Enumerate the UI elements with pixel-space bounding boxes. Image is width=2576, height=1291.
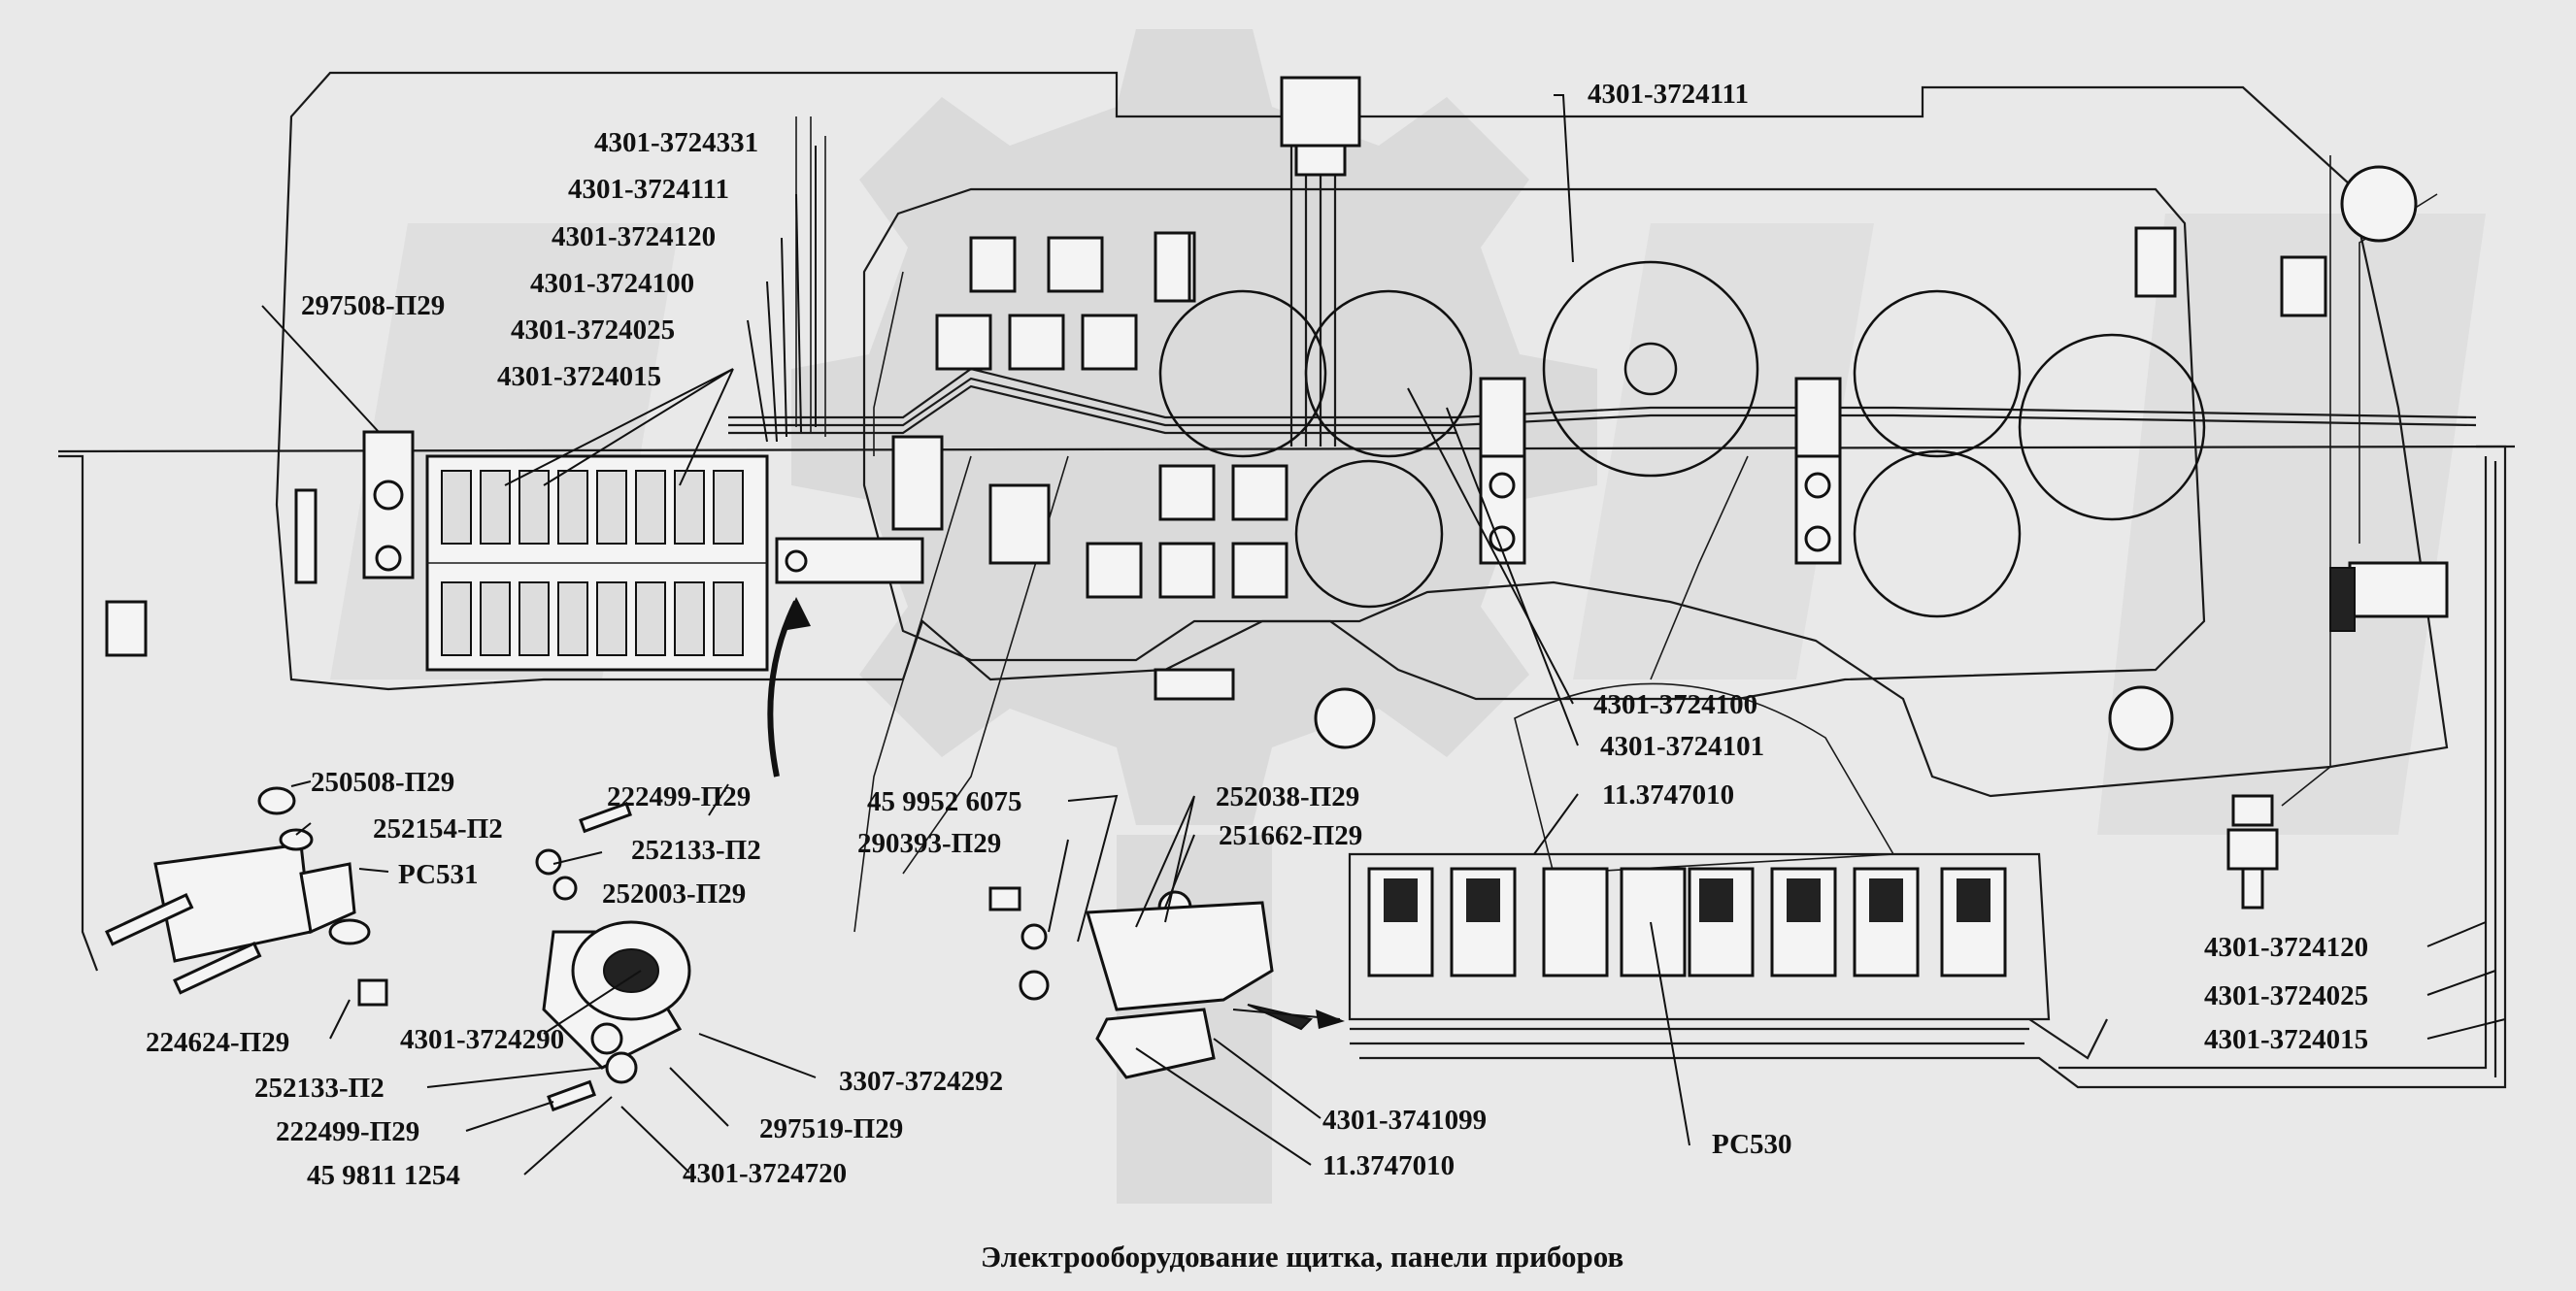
label-l13: 222499-П29 <box>607 781 751 812</box>
label-l33: 4301-3724120 <box>2204 932 2368 963</box>
label-l06: 297508-П29 <box>301 290 445 321</box>
label-l24: 252133-П2 <box>254 1073 385 1104</box>
switch-blocks <box>935 231 1288 599</box>
label-l18: 45 9952 6075 <box>867 786 1022 817</box>
relay-rack <box>1348 852 2108 1060</box>
dashboard-panel-outline <box>275 71 2449 875</box>
label-l21: 251662-П29 <box>1219 820 1362 851</box>
label-l02: 4301-3724331 <box>594 127 758 158</box>
label-l29: 4301-3724720 <box>683 1158 847 1189</box>
label-l07: 4301-3724025 <box>511 314 675 346</box>
main-wiring-harness <box>57 102 2516 1089</box>
label-l19: 290393-П29 <box>857 828 1001 859</box>
top-connector <box>1280 76 1361 177</box>
label-l03: 4301-3724111 <box>568 174 729 205</box>
label-l12: 250508-П29 <box>311 767 454 798</box>
label-l11: 11.3747010 <box>1602 779 1734 811</box>
fuse-block <box>294 430 1051 672</box>
label-l35: 4301-3724015 <box>2204 1024 2368 1055</box>
part-labels: 4301-3724111 4301-3724331 4301-3724111 4… <box>146 79 2368 1191</box>
watermark-logo <box>330 29 2486 1204</box>
label-l27: 297519-П29 <box>759 1113 903 1144</box>
label-l05: 4301-3724100 <box>530 268 694 299</box>
label-l15: 252133-П2 <box>631 835 761 866</box>
panel-clamps <box>1154 226 2327 565</box>
label-l34: 4301-3724025 <box>2204 980 2368 1011</box>
label-l32: РС530 <box>1712 1129 1792 1160</box>
label-l09: 4301-3724100 <box>1593 689 1757 720</box>
label-l16: РС531 <box>398 859 479 890</box>
gauges <box>1158 260 2206 618</box>
label-l25: 3307-3724292 <box>839 1066 1003 1097</box>
label-l22: 224624-П29 <box>146 1027 289 1058</box>
label-l17: 252003-П29 <box>602 878 746 910</box>
label-l10: 4301-3724101 <box>1600 731 1764 762</box>
label-l31: 11.3747010 <box>1322 1150 1455 1181</box>
label-l04: 4301-3724120 <box>552 221 716 252</box>
label-l26: 222499-П29 <box>276 1116 419 1147</box>
right-components <box>105 165 2449 910</box>
label-l20: 252038-П29 <box>1216 781 1359 812</box>
label-l23: 4301-3724290 <box>400 1024 564 1055</box>
label-l30: 4301-3741099 <box>1322 1105 1487 1136</box>
leader-lines <box>261 94 2506 1175</box>
label-l01: 4301-3724111 <box>1588 79 1749 110</box>
label-l14: 252154-П2 <box>373 813 503 844</box>
loose-hardware <box>105 786 1313 1112</box>
label-l08: 4301-3724015 <box>497 361 661 392</box>
label-l28: 45 9811 1254 <box>307 1160 460 1191</box>
diagram-caption: Электрооборудование щитка, панели прибор… <box>981 1240 1623 1274</box>
